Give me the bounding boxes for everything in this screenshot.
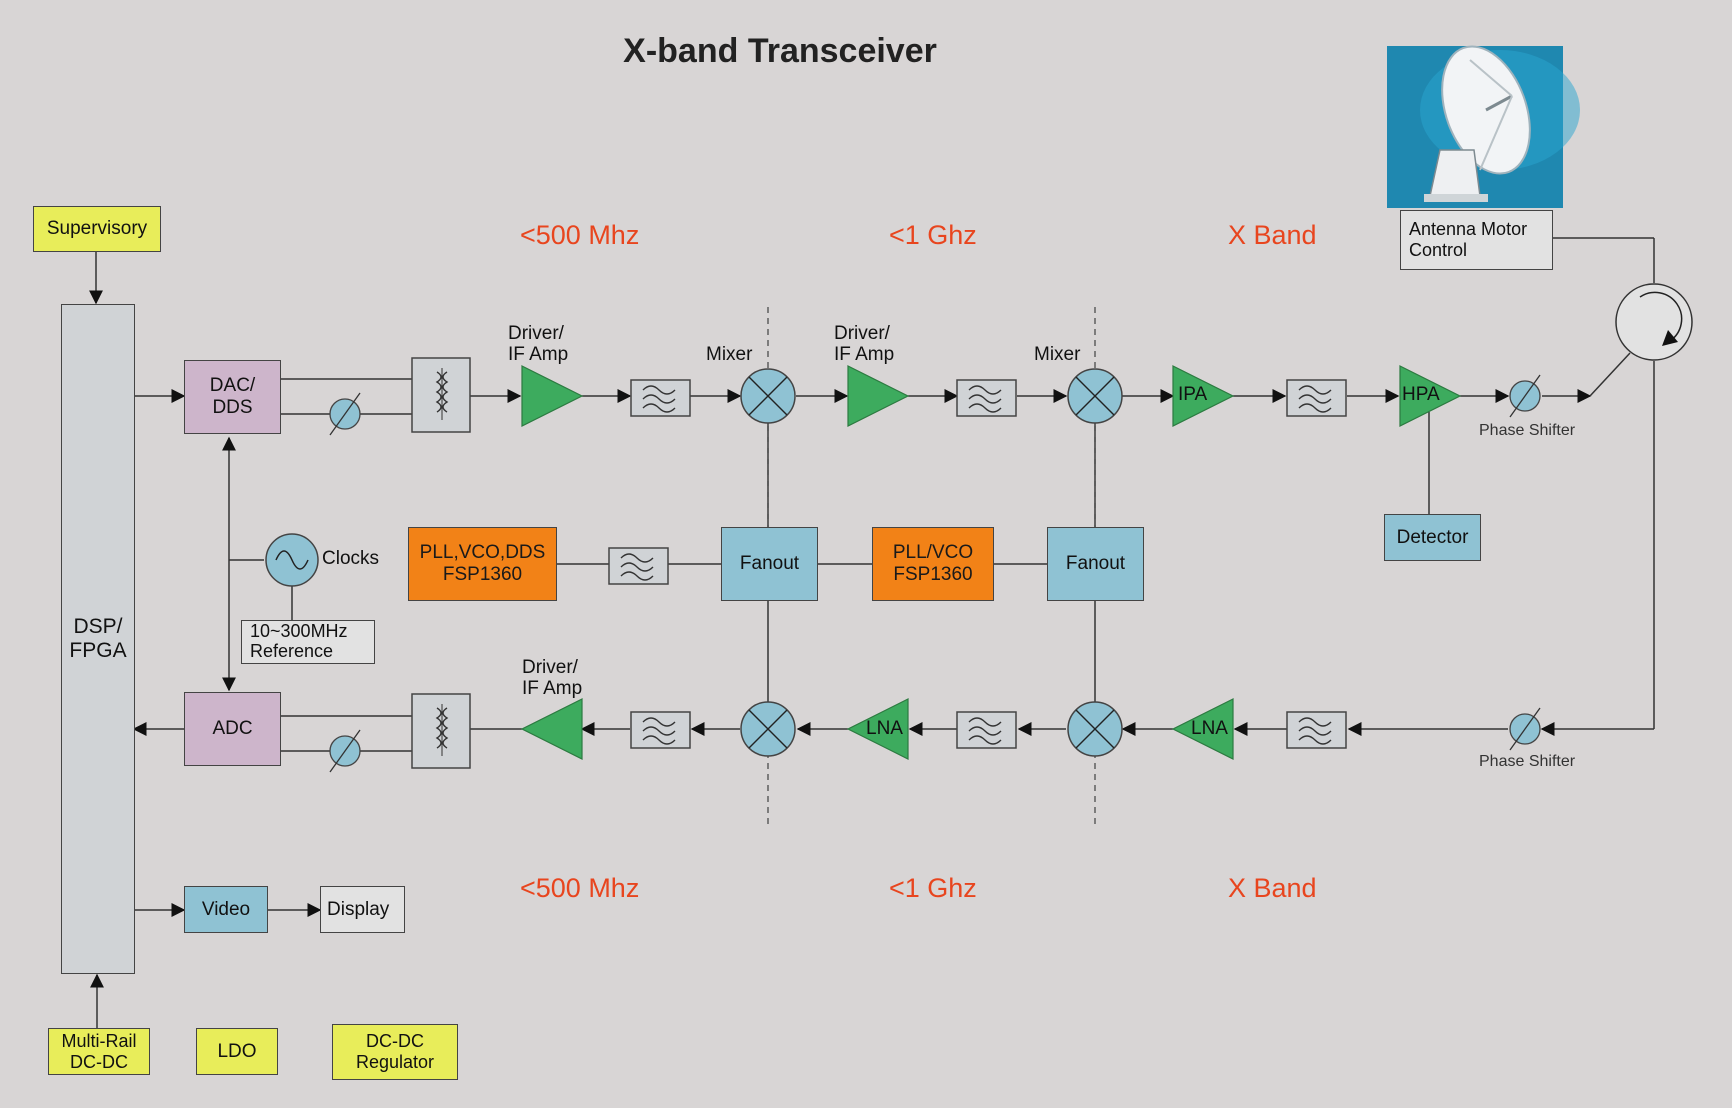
amplifier-triangle-icon [521,365,584,427]
pll-vco-block: PLL/VCO FSP1360 [872,527,994,601]
hpa-label: HPA [1402,384,1440,405]
phase-shifters [329,374,1541,773]
dc-dc-regulator-block: DC-DC Regulator [332,1024,458,1080]
amplifier-triangle-icon [520,698,583,760]
bandpass-filter-icon [1286,711,1347,749]
driver-if-amp-label-3: Driver/ IF Amp [522,657,583,699]
amplifiers [520,365,1462,760]
bandpass-filter-icon [630,379,691,417]
circulator-icon [1615,283,1693,361]
page-title: X-band Transceiver [623,32,937,70]
phase-shifter-label-rx: Phase Shifter [1479,753,1576,770]
satellite-dish-icon [1387,45,1580,208]
bandpass-filter-icon [630,711,691,749]
display-block: Display [320,886,405,933]
amplifier-triangle-icon [846,698,909,760]
video-block: Video [184,886,268,933]
bandpass-filter-icon [956,711,1017,749]
mixers [740,368,1123,757]
mixer-icon [1067,368,1123,424]
fanout-block-1: Fanout [721,527,818,601]
antenna-motor-control-block: Antenna Motor Control [1400,210,1553,270]
bandpass-filters [608,379,1347,749]
phase-shifter-icon [1509,374,1541,418]
bandpass-filter-icon [608,547,669,585]
multi-rail-dc-dc-block: Multi-Rail DC-DC [48,1028,150,1075]
ipa-label: IPA [1178,384,1208,405]
lna-label-2: LNA [1191,718,1228,739]
band-label-top-mid: <1 Ghz [889,220,977,250]
amplifier-triangle-icon [1399,365,1462,427]
dac-dds-block: DAC/ DDS [184,360,281,434]
band-label-top-low: <500 Mhz [520,220,640,250]
driver-if-amp-label-2: Driver/ IF Amp [834,323,895,365]
mixer-icon [1067,701,1123,757]
phase-shifter-label-tx: Phase Shifter [1479,422,1576,439]
domain-boundaries [767,307,1096,828]
amplifier-triangle-icon [847,365,910,427]
phase-shifter-icon [329,392,361,436]
pll-vco-dds-block: PLL,VCO,DDS FSP1360 [408,527,557,601]
ldo-block: LDO [196,1028,278,1075]
mixer-icon [740,368,796,424]
driver-if-amp-label-1: Driver/ IF Amp [508,323,569,365]
band-label-top-high: X Band [1228,220,1317,250]
mixer-label-1: Mixer [706,344,753,365]
dsp-fpga-block: DSP/ FPGA [61,304,135,974]
transformer-icon [411,357,471,433]
phase-shifter-icon [329,729,361,773]
clocks-label: Clocks [322,548,380,569]
supervisory-block: Supervisory [33,206,161,252]
sine-oscillator-icon [265,533,319,587]
bandpass-filter-icon [956,379,1017,417]
mixer-label-2: Mixer [1034,344,1081,365]
band-label-bottom-high: X Band [1228,873,1317,903]
bandpass-filter-icon [1286,379,1347,417]
phase-shifter-icon [1509,707,1541,751]
lna-label-1: LNA [866,718,903,739]
signal-wires [89,237,1655,1028]
amplifier-triangle-icon [1172,365,1235,427]
fanout-block-2: Fanout [1047,527,1144,601]
band-label-bottom-low: <500 Mhz [520,873,640,903]
mixer-icon [740,701,796,757]
amplifier-triangle-icon [1171,698,1234,760]
band-label-bottom-mid: <1 Ghz [889,873,977,903]
adc-block: ADC [184,692,281,766]
transformer-icon [411,693,471,769]
detector-block: Detector [1384,514,1481,561]
reference-block: 10~300MHz Reference [241,620,375,664]
